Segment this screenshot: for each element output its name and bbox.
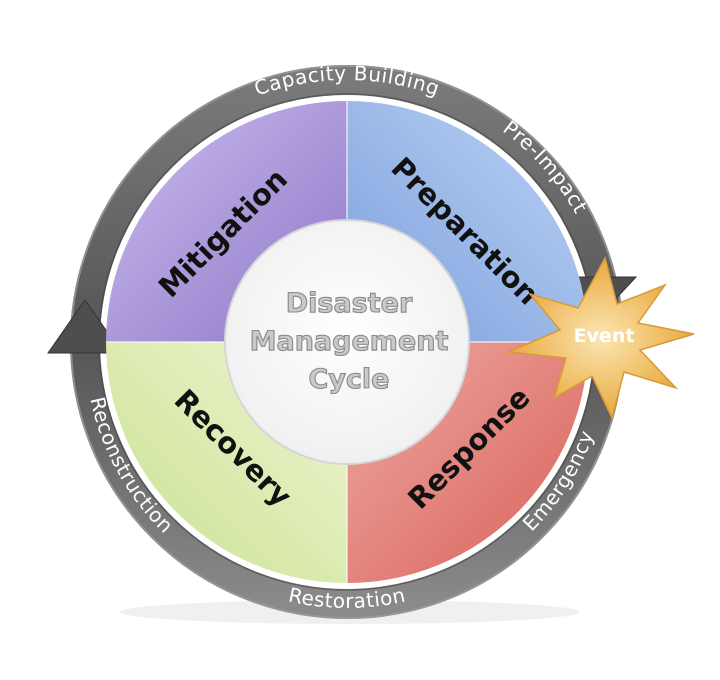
- center-title-line2: Management: [250, 326, 449, 357]
- center-title-line3: Cycle: [309, 364, 390, 395]
- center-circle: [224, 219, 470, 465]
- arrow-left-up-icon: [47, 299, 123, 354]
- event-label: Event: [574, 325, 635, 347]
- ring-label-restoration: Restoration: [286, 583, 407, 613]
- event-starburst-icon: [507, 255, 695, 421]
- center-title-line1: Disaster: [286, 288, 413, 319]
